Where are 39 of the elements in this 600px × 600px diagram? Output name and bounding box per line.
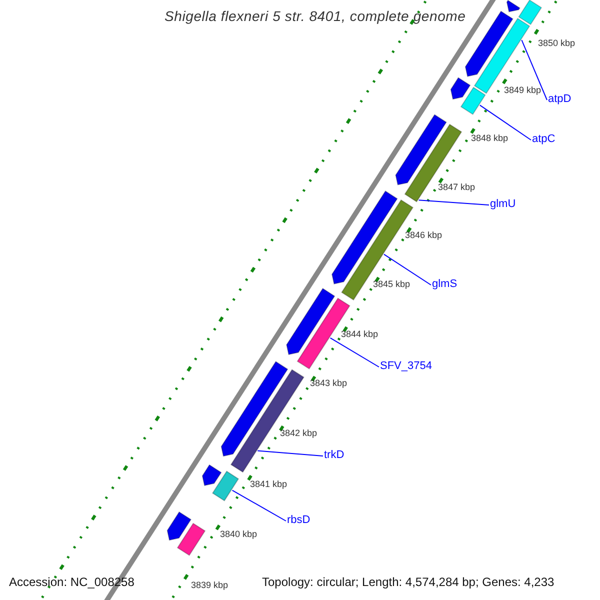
gene-label: atpC bbox=[532, 133, 556, 145]
tick-label: 3845 kbp bbox=[373, 279, 410, 289]
title: Shigella flexneri 5 str. 8401, complete genome bbox=[164, 10, 466, 22]
gene-bar bbox=[460, 86, 486, 115]
gene-feature bbox=[464, 10, 514, 77]
gene-feature bbox=[450, 77, 471, 100]
gene-label: glmS bbox=[432, 278, 458, 290]
tick-label: 3840 kbp bbox=[220, 529, 258, 539]
accession-text: Accession: NC_008258 bbox=[9, 576, 134, 588]
genome-info-text: Topology: circular; Length: 4,574,284 bp; Genes: 4,233 bbox=[262, 576, 554, 588]
gene-bar bbox=[404, 124, 462, 202]
tick-label: 3841 kbp bbox=[250, 479, 288, 489]
tick-label: 3843 kbp bbox=[310, 378, 348, 388]
gene-bar bbox=[230, 369, 304, 473]
gene-feature bbox=[395, 114, 447, 186]
gene-label: atpD bbox=[548, 93, 572, 105]
gene-feature bbox=[286, 288, 336, 356]
gene-feature bbox=[506, 0, 520, 12]
tick-label: 3847 kbp bbox=[438, 182, 476, 192]
gene-bar bbox=[176, 522, 206, 556]
gene-label: trkD bbox=[324, 449, 344, 461]
gene-label: SFV_3754 bbox=[380, 360, 432, 372]
leader-line bbox=[232, 490, 286, 522]
gene-bar bbox=[518, 0, 542, 26]
gene-feature bbox=[202, 464, 222, 486]
tick-label: 3850 kbp bbox=[538, 38, 576, 48]
tick-label: 3846 kbp bbox=[405, 230, 442, 240]
gene-label: rbsD bbox=[287, 514, 310, 526]
gene-feature bbox=[166, 511, 192, 541]
leader-line bbox=[330, 337, 380, 368]
tick-label: 3842 kbp bbox=[280, 428, 318, 438]
gene-label: glmU bbox=[490, 198, 516, 210]
leader-line bbox=[521, 40, 548, 100]
tick-label: 3839 kbp bbox=[191, 580, 228, 590]
tick-label: 3849 kbp bbox=[504, 85, 542, 95]
tick-label: 3844 kbp bbox=[341, 329, 378, 339]
gene-bar bbox=[212, 470, 240, 502]
leader-line bbox=[384, 254, 432, 286]
tick-label: 3848 kbp bbox=[471, 133, 508, 143]
